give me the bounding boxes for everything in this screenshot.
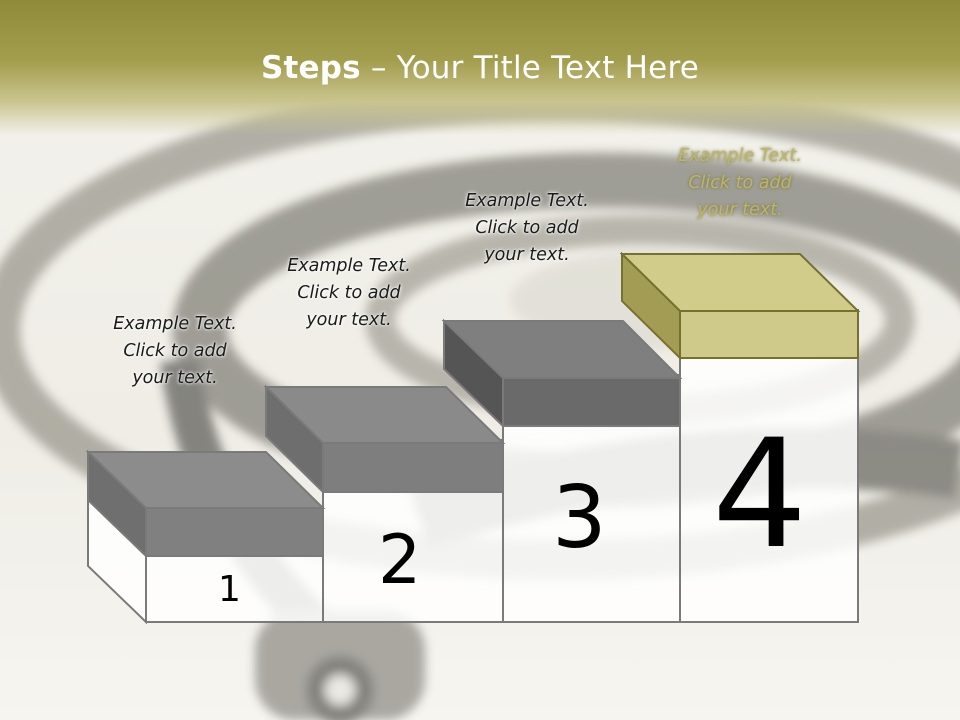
step-4-line-3: your text. [697,200,783,220]
title-bar [0,0,960,135]
page-title[interactable]: Steps – Your Title Text Here [0,50,960,86]
step-4-line-1: Example Text. [678,146,802,166]
step-1-text[interactable]: Example Text. Click to add your text. [85,311,265,392]
step-3-line-3: your text. [484,245,570,265]
step-1-line-1: Example Text. [113,314,237,334]
step-2-line-1: Example Text. [287,256,411,276]
step-3-text[interactable]: Example Text. Click to add your text. [437,188,617,269]
step-2-number: 2 [378,521,422,600]
step-2-line-2: Click to add [297,283,401,303]
step-3-line-2: Click to add [475,218,579,238]
step-4-number: 4 [712,408,808,582]
step-1-block[interactable] [85,449,326,559]
step-2-block[interactable] [263,384,506,495]
step-2-text[interactable]: Example Text. Click to add your text. [259,253,439,334]
step-4-line-2: Click to add [688,173,792,193]
title-bold: Steps [260,50,361,86]
step-3-block[interactable] [441,318,683,429]
step-4-text[interactable]: Example Text. Click to add your text. [650,143,830,224]
step-3-number: 3 [552,468,607,568]
step-1-line-3: your text. [132,368,218,388]
step-1-line-2: Click to add [123,341,227,361]
step-1-number: 1 [218,569,241,610]
step-2-line-3: your text. [306,310,392,330]
step-3-line-1: Example Text. [465,191,589,211]
step-4-front [679,309,859,623]
title-rest: – Your Title Text Here [360,50,699,86]
step-4-block[interactable] [619,251,861,361]
